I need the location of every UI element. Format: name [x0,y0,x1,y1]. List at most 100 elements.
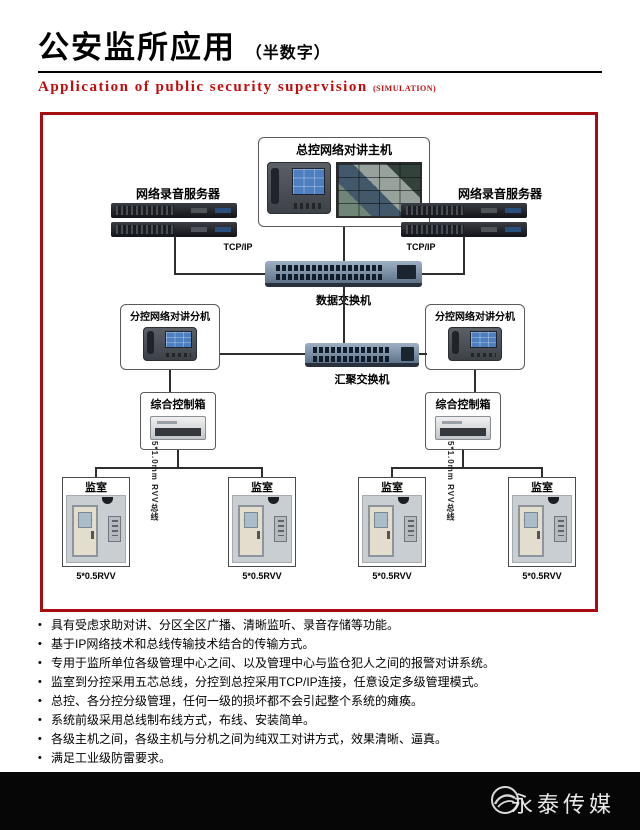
intercom-panel-icon [404,516,417,542]
cell-label: 监室 [531,482,553,494]
intercom-screen [164,330,192,349]
intercom-keypad [470,353,496,358]
dome-camera-icon [268,497,279,504]
main-host-images [259,162,429,218]
intercom-screen [469,330,497,349]
intercom-panel-icon [554,516,567,542]
cell-photo [232,495,292,563]
handset-icon [271,168,280,204]
extension-label-right: 分控网络对讲分机 [435,312,515,323]
intercom-console-icon [266,162,331,214]
handset-icon [452,331,459,355]
rvv-label-4: 5*0.5RVV [522,571,562,581]
control-label-right: 综合控制箱 [435,399,491,411]
brand-name: 永泰传媒 [510,792,615,817]
subtitle-text: Application of public security supervisi… [38,79,368,95]
feature-list: 具有受虑求助对讲、分区全区广播、清晰监听、录音存储等功能。 基于IP网络技术和总… [38,618,604,770]
control-node-right: 综合控制箱 [425,392,501,450]
rvv-label-1: 5*0.5RVV [76,571,116,581]
cell-node-4: 监室 [508,477,576,567]
server-unit [401,203,527,218]
handset-icon [147,331,154,355]
intercom-keypad [165,353,191,358]
control-box-icon [150,416,206,440]
cell-node-3: 监室 [358,477,426,567]
connector-line [95,467,263,469]
extension-label-left: 分控网络对讲分机 [130,312,210,323]
intercom-panel-icon [108,516,121,542]
title-divider [38,71,602,73]
bullet-item: 满足工业级防雷要求。 [38,751,604,765]
cell-door [238,505,264,557]
connector-line [474,370,476,392]
control-label-left: 综合控制箱 [150,399,206,411]
tcpip-label-right: TCP/IP [406,242,436,252]
dome-camera-icon [102,497,113,504]
cell-door [72,505,98,557]
connector-line [95,467,97,477]
bus-label-left: 5*1.0mm RVV总线 [150,441,159,522]
connector-line [169,370,171,392]
connector-line [463,236,465,275]
cell-label: 监室 [381,482,403,494]
main-host-node: 总控网络对讲主机 [258,137,430,227]
server-unit [111,222,237,237]
control-box-icon [435,416,491,440]
tcpip-label-left: TCP/IP [223,242,253,252]
intercom-extension-icon [143,327,197,361]
cell-label: 监室 [85,482,107,494]
switch-badge [396,265,416,279]
connector-line [343,287,345,343]
aggregation-switch-label: 汇聚交换机 [334,374,390,386]
page-title: 公安监所应用 （半数字） [38,22,331,67]
bullet-item: 专用于监所单位各级管理中心之间、以及管理中心与监仓犯人之间的报警对讲系统。 [38,656,604,670]
intercom-panel-icon [274,516,287,542]
rvv-label-2: 5*0.5RVV [242,571,282,581]
extension-node-right: 分控网络对讲分机 [425,304,525,370]
bullet-item: 监室到分控采用五芯总线，分控到总控采用TCP/IP连接，任意设定多级管理模式。 [38,675,604,689]
switch-ports [275,265,383,271]
cell-node-2: 监室 [228,477,296,567]
brand-logo-icon [491,786,519,814]
connector-line [261,467,263,477]
aggregation-switch-icon [305,343,419,367]
connector-line [391,467,543,469]
connector-line [174,273,265,275]
main-host-label: 总控网络对讲主机 [295,143,392,157]
cell-door [368,505,394,557]
intercom-screen [292,167,325,195]
bullet-item: 具有受虑求助对讲、分区全区广播、清晰监听、录音存储等功能。 [38,618,604,632]
intercom-extension-icon [448,327,502,361]
page-subtitle: Application of public security supervisi… [38,79,436,96]
server-label-left: 网络录音服务器 [135,187,220,201]
extension-node-left: 分控网络对讲分机 [120,304,220,370]
switch-ports [275,274,383,280]
switch-ports [312,356,391,362]
server-unit [111,203,237,218]
data-switch-icon [265,261,422,287]
connector-line [391,467,393,477]
cell-photo [66,495,126,563]
network-diagram: 总控网络对讲主机 网络录音服务器 网络录音服务器 [40,112,598,612]
connector-line [462,450,464,469]
bus-label-right: 5*1.0mm RVV总线 [446,441,455,522]
connector-line [422,273,465,275]
bullet-item: 系统前级采用总线制布线方式，布线、安装简单。 [38,713,604,727]
switch-badge [400,347,415,361]
cell-door [518,505,544,557]
connector-line [419,353,427,355]
server-rack-right-icon [401,203,527,241]
dome-camera-icon [548,497,559,504]
switch-ports [312,347,391,353]
footer-bar: 永泰传媒 [0,772,640,830]
connector-line [541,467,543,477]
control-node-left: 综合控制箱 [140,392,216,450]
connector-line [174,236,176,275]
server-label-right: 网络录音服务器 [457,187,542,201]
rvv-label-3: 5*0.5RVV [372,571,412,581]
connector-line [343,227,345,261]
connector-line [220,353,305,355]
cell-photo [512,495,572,563]
bullet-item: 总控、各分控分级管理，任何一级的损坏都不会引起整个系统的瘫痪。 [38,694,604,708]
